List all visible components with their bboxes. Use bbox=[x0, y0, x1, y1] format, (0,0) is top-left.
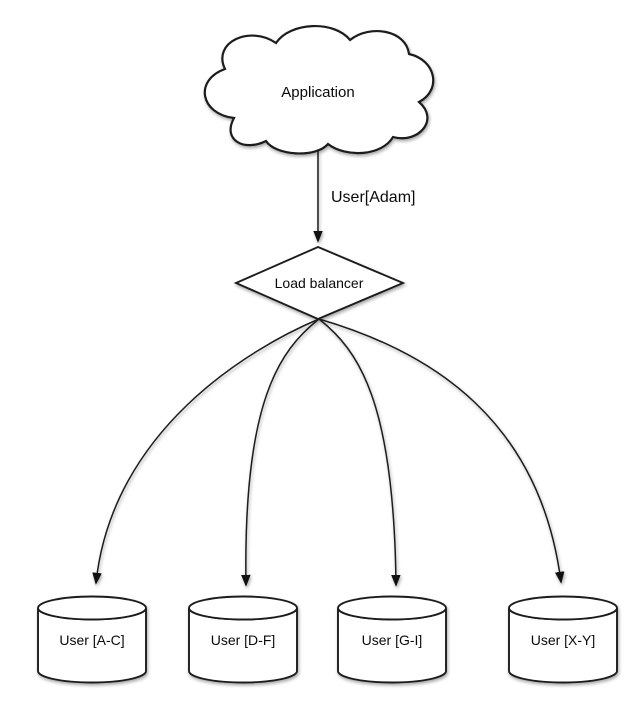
node-label-application: Application bbox=[281, 84, 354, 101]
cylinder-shape-shard-df bbox=[188, 595, 298, 684]
edge-lb-to-shard-df bbox=[241, 318, 320, 587]
node-label-shard-xy: User [X-Y] bbox=[531, 632, 596, 648]
cylinder-top bbox=[188, 595, 298, 621]
diagram-shapes bbox=[37, 25, 618, 684]
cylinder-shape-shard-gi bbox=[337, 595, 447, 684]
cylinder-shape-shard-ac bbox=[37, 595, 147, 684]
cylinder-shape-shard-xy bbox=[508, 595, 618, 684]
edge-lb-to-shard-ac bbox=[92, 318, 320, 585]
edge-label-user-adam: User[Adam] bbox=[331, 189, 415, 206]
cylinder-top bbox=[508, 595, 618, 621]
cloud-shape-application bbox=[203, 25, 435, 155]
node-label-shard-df: User [D-F] bbox=[211, 632, 276, 648]
cylinder-top bbox=[337, 595, 447, 621]
node-label-shard-ac: User [A-C] bbox=[59, 632, 124, 648]
edge-lb-to-shard-gi bbox=[318, 318, 401, 587]
cylinder-top bbox=[37, 595, 147, 621]
node-label-shard-gi: User [G-I] bbox=[362, 632, 423, 648]
edge-lb-to-shard-xy bbox=[318, 318, 565, 584]
node-label-load-balancer: Load balancer bbox=[275, 275, 364, 291]
